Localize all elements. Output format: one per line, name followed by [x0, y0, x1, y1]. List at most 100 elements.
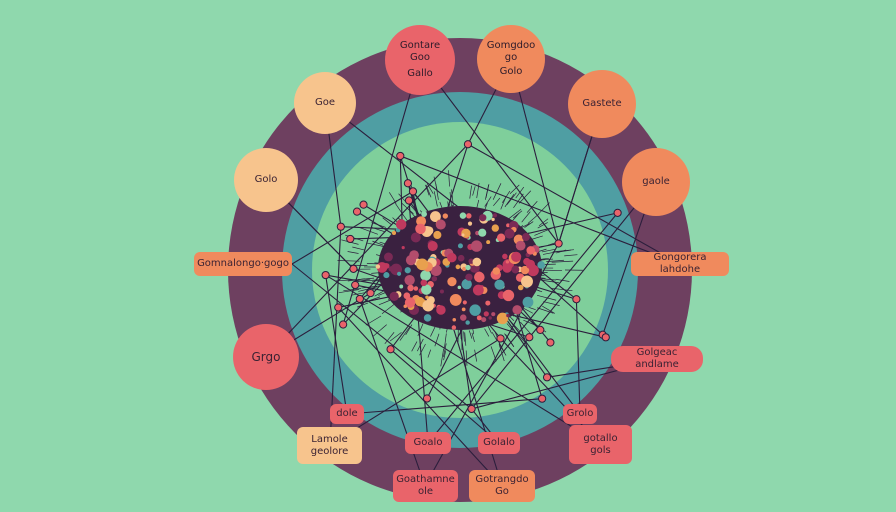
network-node: [359, 200, 368, 209]
cluster-node: [505, 260, 510, 264]
cluster-spike: [515, 186, 525, 199]
cluster-spike: [537, 294, 557, 301]
cluster-spike: [516, 332, 526, 343]
cluster-spike: [540, 279, 559, 284]
cluster-node: [509, 220, 519, 231]
cluster-node: [459, 212, 467, 219]
edge-line: [359, 298, 426, 487]
cluster-node: [420, 279, 428, 287]
cluster-spike: [337, 260, 360, 262]
edge-line: [337, 307, 503, 487]
network-node: [351, 280, 360, 290]
network-node: [386, 345, 395, 354]
cluster-node: [442, 213, 449, 219]
node-label-right-small: Grolo: [563, 404, 597, 424]
cluster-node: [470, 240, 483, 252]
node-label-right-box: gotallo gols: [569, 425, 632, 464]
edge-line: [390, 348, 500, 444]
cluster-spike: [362, 279, 382, 282]
cluster-node: [504, 228, 515, 239]
node-label-left-small: dole: [330, 404, 364, 424]
cluster-spike: [367, 242, 386, 248]
cluster-spike: [538, 202, 550, 215]
cluster-node: [496, 233, 506, 242]
cluster-spike: [405, 324, 413, 336]
cluster-spike: [425, 184, 430, 196]
cluster-node: [511, 265, 520, 274]
cluster-spike: [538, 218, 549, 227]
cluster-spike: [417, 338, 424, 352]
cluster-spike: [506, 192, 517, 205]
cluster-spike: [472, 186, 476, 196]
cluster-spike: [451, 189, 454, 207]
cluster-spike: [513, 193, 524, 209]
cluster-spike: [501, 190, 511, 203]
cluster-spike: [551, 260, 574, 263]
edge-line: [427, 212, 619, 444]
edge-line: [346, 398, 543, 415]
node-label-top-b-sub: Golo: [499, 66, 523, 77]
cluster-node: [537, 261, 545, 269]
cluster-node: [512, 305, 522, 315]
cluster-node: [461, 233, 465, 237]
node-label-left-lower: Grgo: [233, 324, 299, 390]
cluster-spike: [371, 227, 386, 233]
cluster-node: [388, 266, 394, 272]
cluster-node: [496, 312, 509, 325]
cluster-node: [422, 299, 434, 312]
cluster-spike: [443, 343, 447, 357]
cluster-spike: [537, 307, 554, 314]
node-label-right-lower: Golgeac andlame: [611, 346, 703, 372]
cluster-node: [467, 221, 473, 226]
network-node: [538, 394, 547, 403]
cluster-node: [375, 264, 381, 269]
cluster-spike: [338, 289, 360, 294]
cluster-spike: [500, 196, 507, 210]
cluster-node: [421, 284, 432, 295]
node-label-top-a-text: Gontare Goo: [399, 40, 441, 63]
cluster-node: [502, 253, 508, 260]
cluster-spike: [493, 197, 501, 207]
edge-line: [467, 143, 681, 265]
cluster-node: [472, 284, 484, 296]
cluster-spike: [504, 193, 515, 208]
network-node: [601, 333, 610, 342]
cluster-spike: [491, 332, 498, 341]
cluster-spike: [484, 328, 490, 337]
cluster-spike: [356, 302, 369, 308]
cluster-node: [447, 277, 457, 287]
cluster-spike: [508, 208, 522, 220]
cluster-node: [468, 258, 474, 264]
cluster-spike: [471, 332, 475, 342]
cluster-spike: [520, 306, 534, 314]
cluster-node: [404, 267, 411, 274]
cluster-spike: [347, 278, 365, 282]
node-label-left-box: Lamole geolore: [297, 427, 362, 464]
cluster-spike: [543, 301, 560, 306]
cluster-node: [396, 271, 402, 276]
cluster-spike: [399, 326, 410, 341]
cluster-node: [476, 315, 482, 321]
network-node: [334, 303, 343, 312]
cluster-spike: [358, 227, 379, 235]
cluster-node: [465, 320, 470, 325]
cluster-spike: [550, 287, 573, 292]
cluster-node: [403, 292, 411, 300]
cluster-node: [502, 289, 515, 302]
node-label-center-b: Golalo: [478, 432, 520, 454]
network-node: [339, 320, 348, 329]
cluster-node: [430, 211, 441, 223]
cluster-node: [511, 251, 522, 262]
cluster-node: [430, 264, 442, 276]
node-label-left-pill: Gomnalongo·gogo: [194, 252, 292, 276]
cluster-node: [491, 224, 499, 232]
cluster-spike: [520, 321, 533, 336]
cluster-node: [423, 314, 432, 322]
cluster-spike: [542, 305, 555, 314]
cluster-node: [403, 304, 408, 309]
node-label-top-b-text: Gomgdoo go: [486, 40, 536, 63]
cluster-node: [420, 270, 431, 281]
cluster-node: [520, 265, 530, 275]
network-node: [403, 179, 413, 188]
cluster-node: [465, 264, 471, 271]
